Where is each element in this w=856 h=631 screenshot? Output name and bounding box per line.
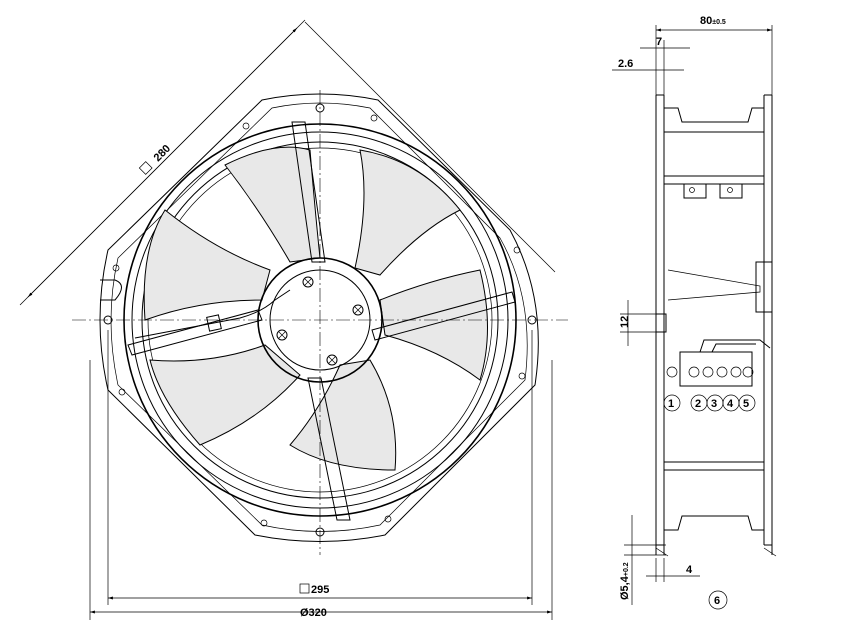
terminal-pin-3: 3 xyxy=(711,398,717,410)
blade-3 xyxy=(289,359,397,471)
front-view: 280 295 Ø320 xyxy=(19,19,568,620)
terminal-pin-labels: 1 2 3 4 5 xyxy=(663,394,756,412)
housing-outline xyxy=(99,93,539,542)
dim-square-diagonal: 280 xyxy=(152,143,173,164)
svg-text:Ø5,4+0.2: Ø5,4+0.2 xyxy=(619,562,631,600)
terminal-pin-5: 5 xyxy=(743,398,749,410)
dim-depth-tolerance: ±0.5 xyxy=(712,19,726,26)
cable-exit xyxy=(100,279,122,301)
blade-5 xyxy=(143,209,271,321)
dim-cable-height: 12 xyxy=(619,316,631,328)
side-view: 80±0.5 7 2.6 12 xyxy=(612,15,777,610)
hub-screws xyxy=(276,276,364,366)
blade-6 xyxy=(224,146,321,263)
dim-flange-width: 7 xyxy=(656,36,662,48)
blade-1 xyxy=(354,149,461,276)
square-outline xyxy=(304,21,556,273)
side-housing: 12 xyxy=(619,94,777,557)
blade-4 xyxy=(149,344,301,446)
ground-pin-label: 6 xyxy=(714,595,720,607)
dim-depth: 80 xyxy=(700,15,712,27)
dim-hole-diameter: Ø5,4 xyxy=(619,575,631,600)
cable xyxy=(134,289,291,339)
dim-outer-diameter: Ø320 xyxy=(300,607,327,619)
terminal-pin-4: 4 xyxy=(727,398,734,410)
dim-hole-offset: 4 xyxy=(686,564,693,576)
svg-text:80±0.5: 80±0.5 xyxy=(700,15,726,27)
housing-inner-outline xyxy=(110,102,528,532)
blade-2 xyxy=(379,269,488,381)
dim-mount-square: 295 xyxy=(311,584,329,596)
dim-flange-thickness: 2.6 xyxy=(618,58,633,70)
terminal-pin-2: 2 xyxy=(695,398,701,410)
cable-clamp xyxy=(206,314,222,332)
dim-hole-tolerance: +0.2 xyxy=(623,562,630,576)
terminal-pin-1: 1 xyxy=(668,398,674,410)
